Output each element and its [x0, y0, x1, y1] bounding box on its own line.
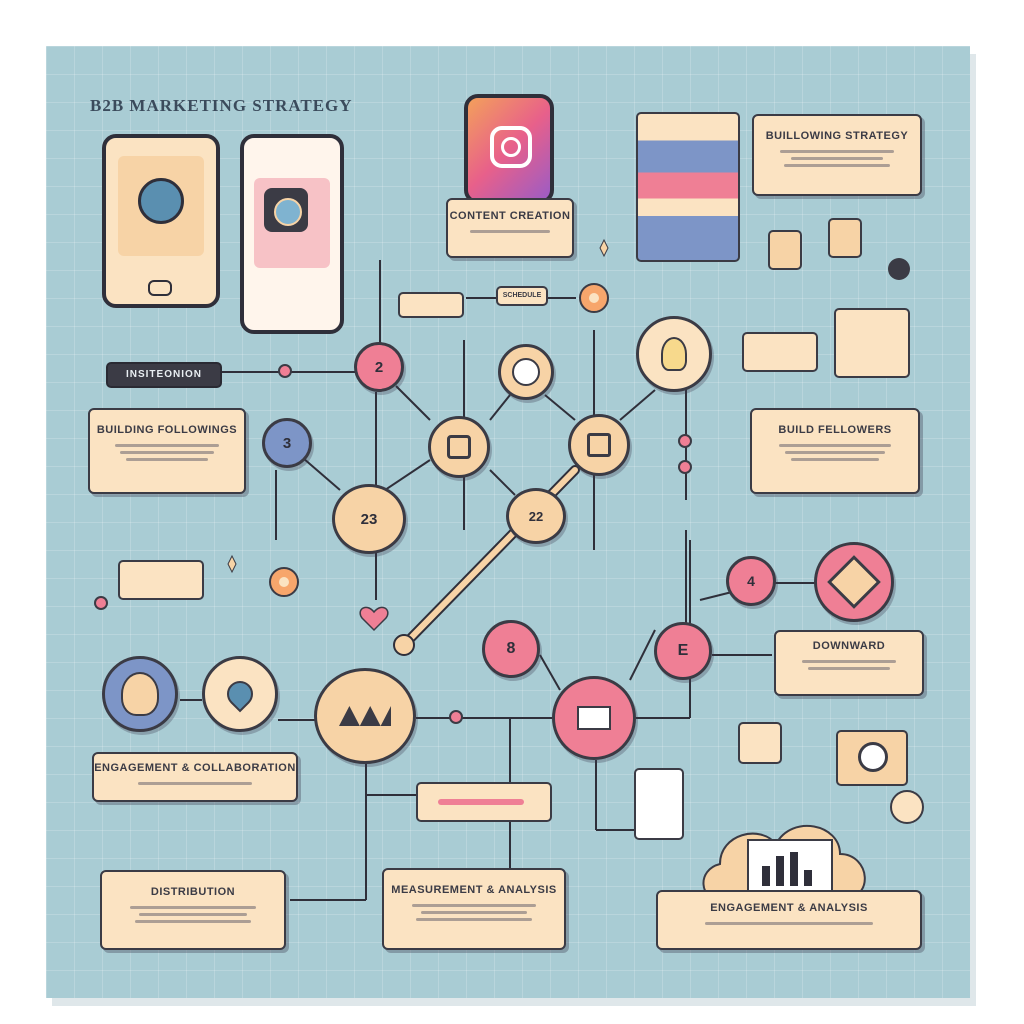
chat-bubble-icon [138, 178, 184, 224]
phone-mockup-left [102, 134, 220, 308]
instagram-icon [490, 126, 532, 168]
node-3: 3 [262, 418, 312, 468]
circle-button-icon [888, 258, 910, 280]
content-creation-card: CONTENT CREATION [446, 198, 574, 258]
progress-pill [416, 782, 552, 822]
connector-dot [449, 710, 463, 724]
handshake-icon [814, 542, 894, 622]
node-4: 4 [726, 556, 776, 606]
document-icon [828, 218, 862, 258]
avatar [102, 656, 178, 732]
connector-dot [678, 460, 692, 474]
node-23: 23 [332, 484, 406, 554]
connector-dot [678, 434, 692, 448]
lock-icon [768, 230, 802, 270]
schedule-pill: SCHEDULE [496, 286, 548, 306]
clipboard-icon [634, 768, 684, 840]
circle-icon [890, 790, 924, 824]
node-screen [428, 416, 490, 478]
instagram-phone [464, 94, 554, 204]
app-preview-card [636, 112, 740, 262]
phone-mockup-right [240, 134, 344, 334]
message-card-icon [118, 560, 204, 600]
downward-card: DOWNWARD [774, 630, 924, 696]
node-8: 8 [482, 620, 540, 678]
node-e: E [654, 622, 712, 680]
measurement-card: MEASUREMENT & ANALYSIS [382, 868, 566, 950]
pink-tag-icon [738, 722, 782, 764]
connector-dot [94, 596, 108, 610]
camera-icon [836, 730, 908, 786]
insiteonion-pill: INSITEONION [106, 362, 222, 388]
build-followers-card: BUILD FELLOWERS [750, 408, 920, 494]
distribution-card: DISTRIBUTION [100, 870, 286, 950]
analysis-card: ENGAGEMENT & ANALYSIS [656, 890, 922, 950]
diagram-title: B2B MARKETING STRATEGY [90, 96, 353, 115]
node-2: 2 [354, 342, 404, 392]
building-followings-card: BUILDING FOLLOWINGS [88, 408, 246, 494]
node-chat [568, 414, 630, 476]
engagement-card: ENGAGEMENT & COLLABORATION [92, 752, 298, 802]
lightbulb-icon [636, 316, 712, 392]
connector-dot [278, 364, 292, 378]
mail-icon [552, 676, 636, 760]
image-frame-icon [834, 308, 910, 378]
house-icon [314, 668, 416, 764]
note-card [398, 292, 464, 318]
node-22: 22 [506, 488, 566, 544]
location-pin-icon [202, 656, 278, 732]
profile-card-icon [742, 332, 818, 372]
node-circle [498, 344, 554, 400]
building-strategy-card: BUILLOWING STRATEGY [752, 114, 922, 196]
